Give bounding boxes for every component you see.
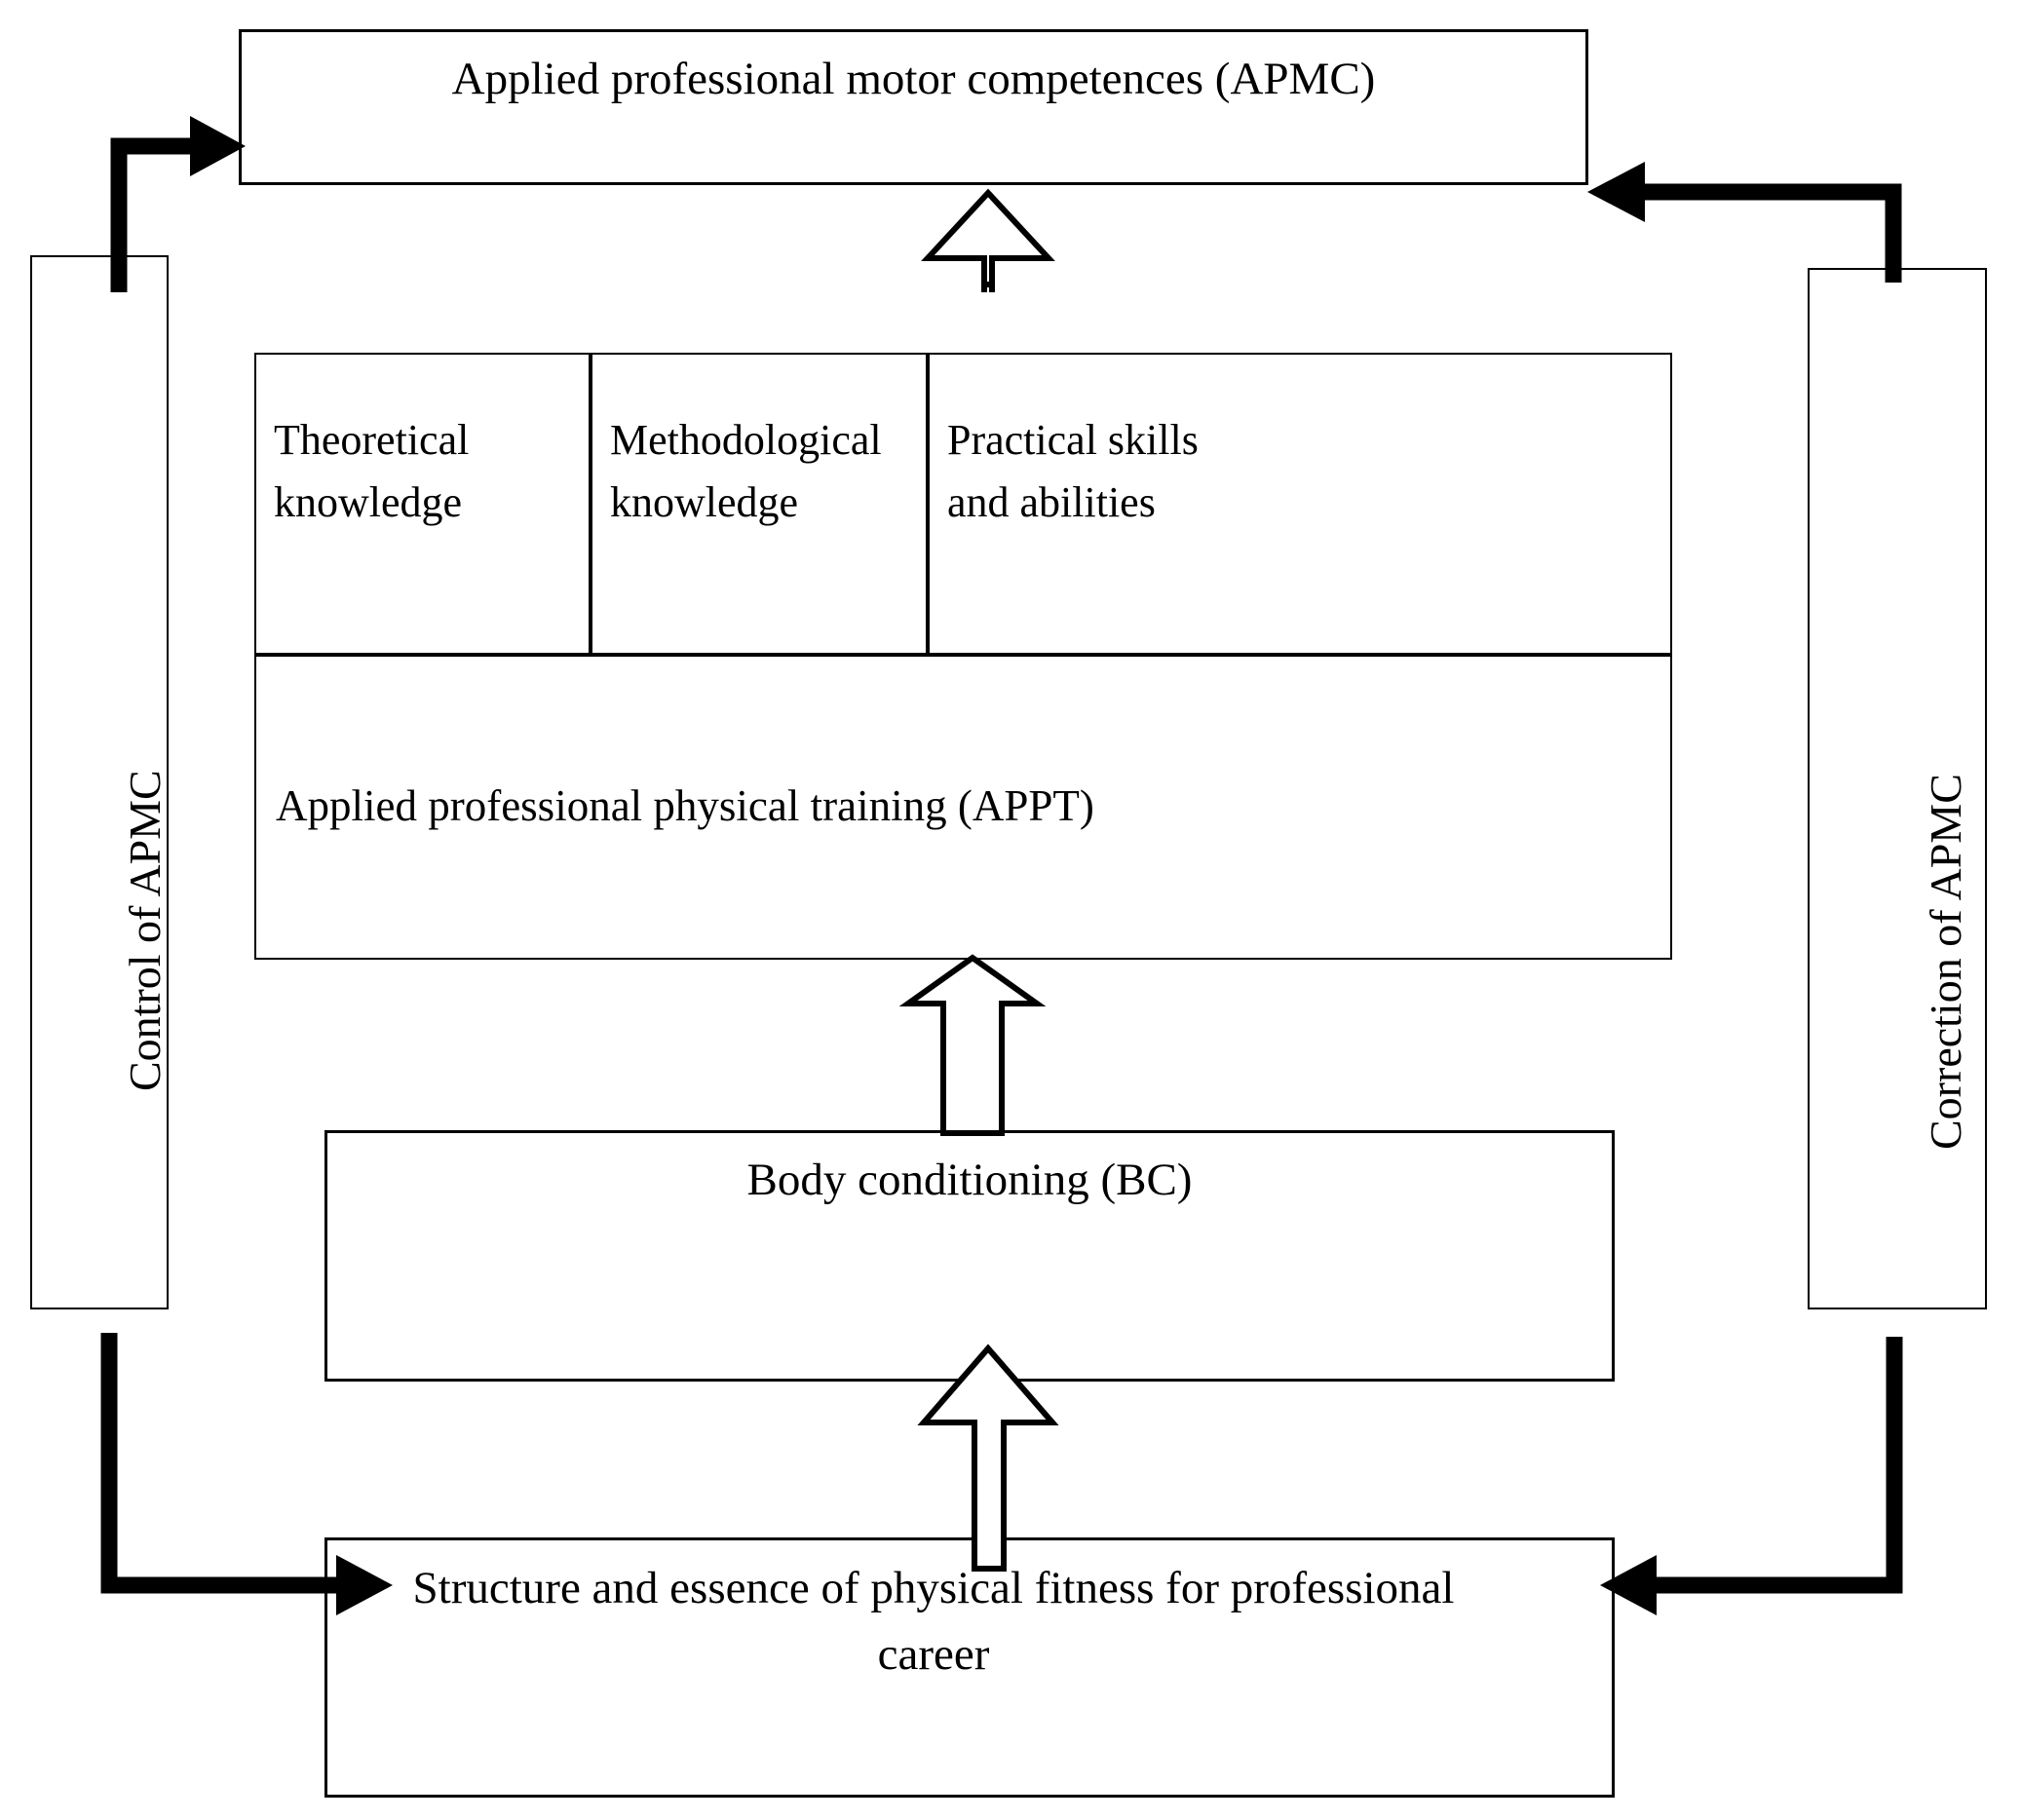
connector-correction-to-apmc — [1587, 162, 1902, 283]
control-of-apmc-box — [30, 255, 169, 1309]
correction-of-apmc-box — [1808, 268, 1987, 1309]
apmc-box-label: Applied professional motor competences (… — [451, 54, 1376, 104]
competence-cell-theoretical — [254, 353, 591, 655]
appt-box — [254, 655, 1672, 960]
bc-box-label: Body conditioning (BC) — [746, 1155, 1193, 1205]
competence-cell-theoretical-label: Theoretical knowledge — [274, 416, 480, 526]
connector-competences-to-apmc — [921, 188, 1055, 287]
hollow-arrow-stem-apmc — [981, 258, 995, 292]
appt-box-label: Applied professional physical training (… — [276, 781, 1094, 831]
correction-of-apmc-label: Correction of APMC — [1921, 774, 1970, 1150]
competence-cell-methodological — [591, 353, 928, 655]
competence-cell-methodological-label: Methodological knowledge — [610, 416, 893, 526]
connector-correction-to-foundation — [1600, 1337, 1903, 1615]
foundation-box-label: Structure and essence of physical fitnes… — [412, 1563, 1467, 1681]
competence-cell-practical-label: Practical skills and abilities — [947, 416, 1209, 526]
apmc-box — [239, 29, 1588, 185]
foundation-box — [324, 1537, 1615, 1798]
competence-cell-practical — [928, 353, 1672, 655]
control-of-apmc-label: Control of APMC — [120, 770, 170, 1091]
